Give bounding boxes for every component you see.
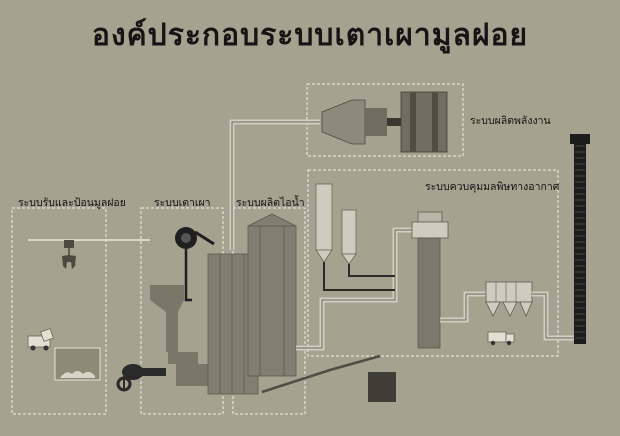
furnace-section-label: ระบบเตาเผา (154, 197, 211, 209)
pollution-section-box (307, 169, 559, 357)
fan-motor-icon (116, 364, 166, 392)
ash-bin (368, 372, 396, 402)
scrubber-tower (411, 211, 449, 349)
garbage-truck-icon-intake (27, 328, 54, 351)
steam-turbine-icon (321, 99, 401, 145)
ash-conveyor (261, 354, 381, 394)
intake-section-box (11, 207, 107, 415)
scrubber-outlet-pipe (440, 291, 486, 323)
garbage-truck-icon-ash (487, 331, 515, 346)
power-section-label: ระบบผลิตพลังงาน (470, 115, 551, 127)
waste-pit (54, 347, 101, 381)
lime-silo-1 (315, 183, 333, 263)
lime-silo-2 (341, 209, 357, 265)
burner-icon (175, 227, 215, 302)
steam-section-label: ระบบผลิตไอน้ำ (236, 197, 305, 209)
intake-section-label: ระบบรับและป้อนมูลฝอย (18, 197, 126, 209)
grab-crane-icon (62, 240, 76, 269)
pollution-section-label: ระบบควบคุมมลพิษทางอากาศ (425, 181, 560, 193)
chimney-stack (570, 134, 590, 344)
boiler-building (207, 213, 297, 395)
diagram-title: องค์ประกอบระบบเตาเผามูลฝอย (91, 18, 529, 53)
chimney-ladder (575, 145, 585, 339)
bag-filter-icon (485, 281, 533, 318)
generator-icon (400, 91, 448, 153)
